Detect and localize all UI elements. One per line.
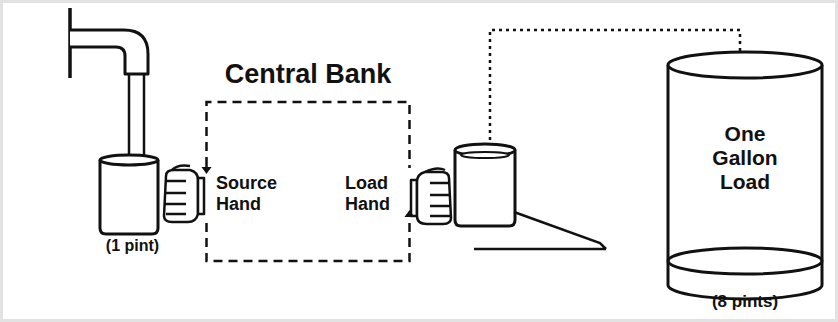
table xyxy=(474,212,606,249)
load-hand xyxy=(411,168,451,224)
cylinder-body xyxy=(668,65,822,299)
hand-label: Source Hand xyxy=(216,173,282,215)
arrow-shaft xyxy=(205,166,208,170)
flow-arrowhead xyxy=(405,210,415,217)
load-mug xyxy=(455,144,515,226)
source-hand xyxy=(164,166,204,223)
mug-body xyxy=(100,160,158,234)
cylinder-label: One Gallon Load xyxy=(695,122,795,194)
dashed-boundary xyxy=(207,102,410,168)
gallon-cylinder: One Gallon Load (8 pints) xyxy=(665,50,825,318)
capacity-label: (1 pint) xyxy=(95,236,170,255)
box-heading: Central Bank xyxy=(205,58,411,90)
mug-rim xyxy=(100,155,158,165)
cylinder-top xyxy=(668,52,822,78)
arrow-shaft xyxy=(408,212,411,216)
flow-arrowhead xyxy=(202,167,212,174)
faucet xyxy=(70,30,148,74)
water-stream xyxy=(129,74,144,160)
liquid-level xyxy=(668,248,822,274)
dashed-boundary xyxy=(207,216,410,261)
central-bank-box: Central BankSource Hand Load Hand xyxy=(205,58,411,263)
pint-mug: (1 pint) xyxy=(95,150,170,255)
capacity-label: (8 pints) xyxy=(665,292,825,312)
hand-label: Load Hand xyxy=(345,173,403,215)
